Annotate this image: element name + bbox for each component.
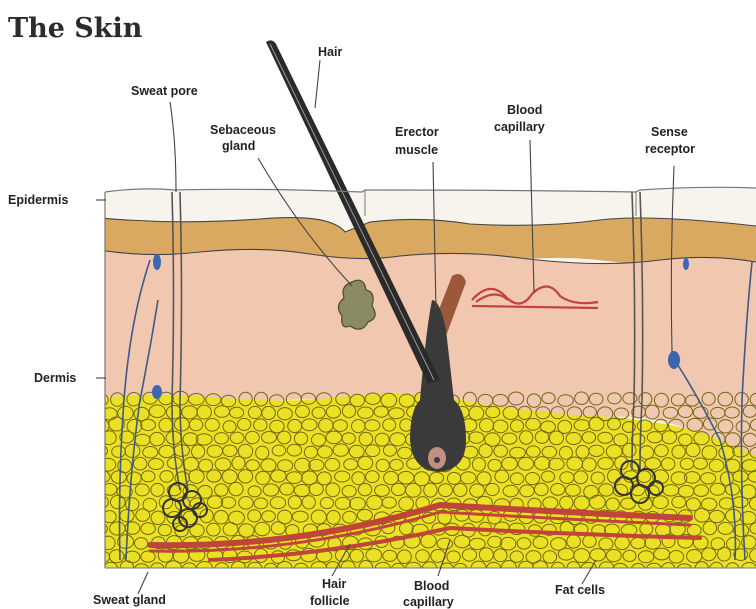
label-sweat-pore: Sweat pore [131, 84, 198, 98]
label-sense-receptor: receptor [645, 142, 695, 156]
nerve-ending [683, 258, 689, 270]
nerve-ending [152, 385, 162, 399]
sense-receptor-body [668, 351, 680, 369]
label-sense-receptor: Sense [651, 125, 688, 139]
nerve-ending [153, 254, 161, 270]
label-blood-capillary-bottom: Blood [414, 579, 449, 593]
label-dermis: Dermis [34, 371, 76, 385]
label-hair-follicle: follicle [310, 594, 350, 608]
label-blood-capillary-top: capillary [494, 120, 545, 134]
label-sebaceous-gland: gland [222, 139, 255, 153]
label-erector-muscle: muscle [395, 143, 438, 157]
label-sweat-gland: Sweat gland [93, 593, 166, 607]
label-fat-cells: Fat cells [555, 583, 605, 597]
label-erector-muscle: Erector [395, 125, 439, 139]
label-blood-capillary-top: Blood [507, 103, 542, 117]
label-blood-capillary-bottom: capillary [403, 595, 454, 609]
label-epidermis: Epidermis [8, 193, 68, 207]
label-hair: Hair [318, 45, 342, 59]
diagram-title: The Skin [8, 13, 143, 44]
skin-cross-section [93, 180, 756, 580]
hair-papilla-core [434, 457, 440, 463]
label-hair-follicle: Hair [322, 577, 346, 591]
label-sebaceous-gland: Sebaceous [210, 123, 276, 137]
